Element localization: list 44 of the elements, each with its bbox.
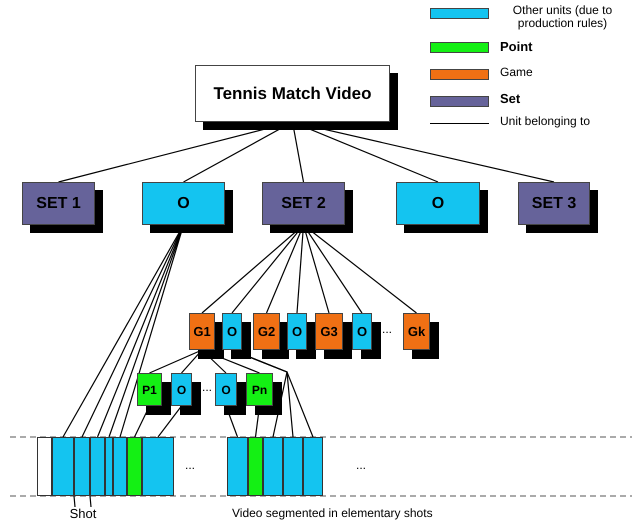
unit-box: Pn xyxy=(246,373,273,406)
legend-label: Unit belonging to xyxy=(500,115,590,128)
connector-line xyxy=(73,496,76,508)
unit-box: SET 2 xyxy=(262,182,345,225)
unit-box: SET 1 xyxy=(22,182,95,225)
unit-box: G2 xyxy=(253,313,280,350)
ellipsis-text: ... xyxy=(202,380,212,394)
unit-box: O xyxy=(171,373,192,406)
unit-box: O xyxy=(215,373,237,406)
legend-label: Other units (due to production rules) xyxy=(512,4,614,30)
shot-segment xyxy=(52,437,74,496)
legend-label: Point xyxy=(500,40,532,53)
legend-label: Game xyxy=(500,66,533,79)
shot-segment xyxy=(248,437,263,496)
unit-box: SET 3 xyxy=(518,182,590,225)
shot-segment xyxy=(263,437,283,496)
legend-label: Set xyxy=(500,92,520,105)
caption-text: Video segmented in elementary shots xyxy=(232,506,433,520)
shot-segment xyxy=(283,437,303,496)
unit-box: Tennis Match Video xyxy=(195,65,390,122)
unit-box: O xyxy=(396,182,480,225)
shot-segment xyxy=(127,437,142,496)
unit-box: O xyxy=(287,313,307,350)
ellipsis-text: ... xyxy=(356,458,366,472)
shot-segment xyxy=(37,437,52,496)
shot-segment xyxy=(303,437,323,496)
shot-segment xyxy=(74,437,90,496)
unit-box: P1 xyxy=(137,373,162,406)
ellipsis-text: ... xyxy=(185,458,196,472)
shot-label: Shot xyxy=(58,505,108,522)
shot-segment xyxy=(105,437,113,496)
shot-segment xyxy=(142,437,174,496)
connector-line xyxy=(89,496,92,508)
unit-box: G3 xyxy=(315,313,343,350)
unit-box: O xyxy=(352,313,372,350)
unit-box: G1 xyxy=(189,313,215,350)
unit-box: O xyxy=(142,182,225,225)
unit-box: O xyxy=(222,313,242,350)
connector-line xyxy=(158,406,182,438)
shot-segment xyxy=(227,437,248,496)
ellipsis-text: ... xyxy=(382,322,392,336)
shot-segment xyxy=(113,437,127,496)
unit-box: Gk xyxy=(403,313,430,350)
shot-segment xyxy=(90,437,105,496)
